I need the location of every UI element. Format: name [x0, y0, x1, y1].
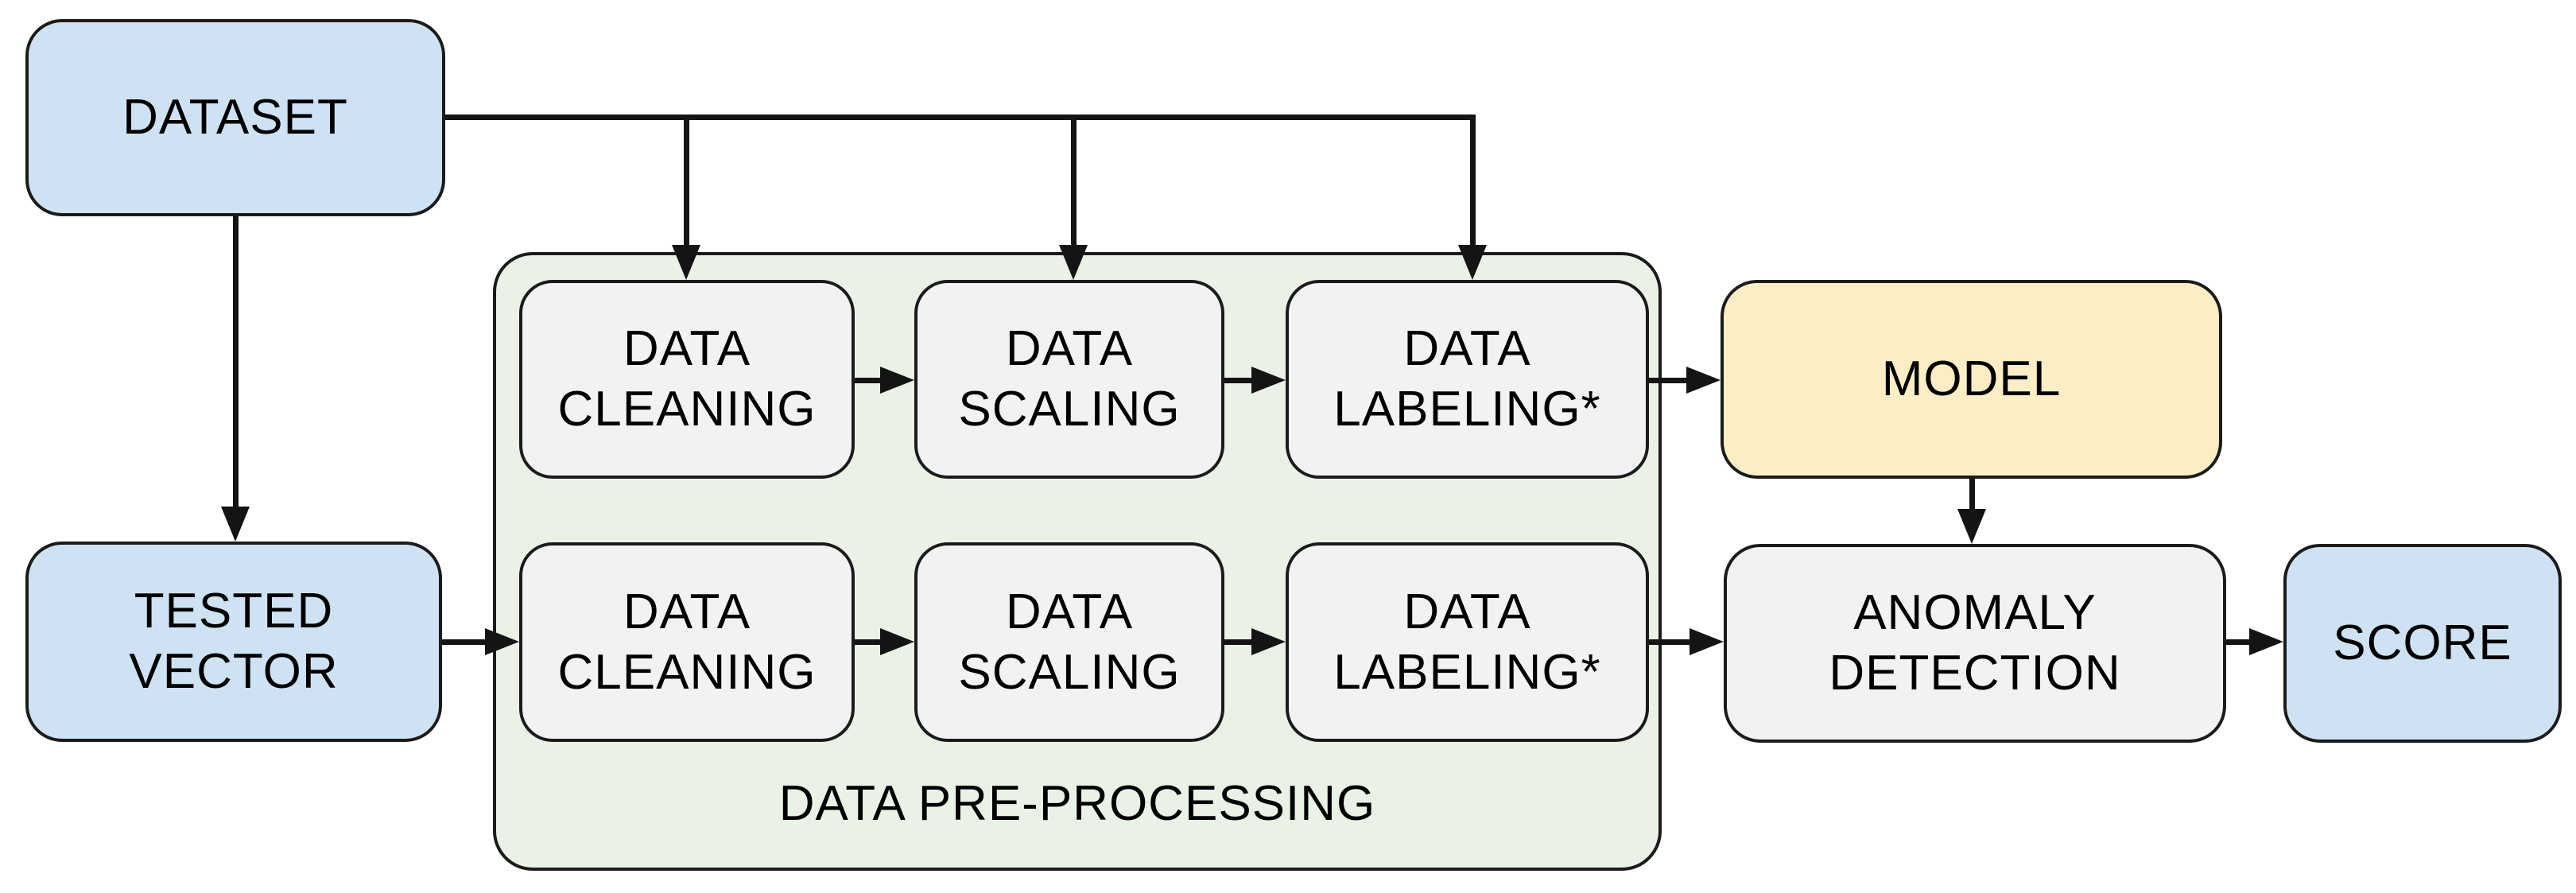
rail-corner-drop	[1470, 117, 1476, 248]
test-data-cleaning-node: DATA CLEANING	[519, 542, 855, 742]
train-data-cleaning-node: DATA CLEANING	[519, 280, 855, 479]
score-label: SCORE	[2333, 615, 2512, 671]
arrow-line	[853, 378, 885, 383]
rail-line	[444, 115, 1476, 120]
dataset-node: DATASET	[25, 19, 445, 216]
arrowhead	[1251, 367, 1286, 394]
arrowhead	[880, 628, 914, 655]
arrowhead	[221, 507, 250, 542]
arrowhead	[1251, 628, 1286, 655]
tested-vector-node: TESTED VECTOR	[25, 542, 442, 742]
dataset-label: DATASET	[122, 90, 348, 146]
drop-line	[684, 117, 689, 248]
train-data-scaling-label: DATA SCALING	[958, 321, 1181, 437]
score-node: SCORE	[2283, 544, 2562, 743]
test-data-labeling-label: DATA LABELING*	[1333, 584, 1601, 700]
drop-line	[233, 215, 239, 510]
anomaly-detection-node: ANOMALY DETECTION	[1724, 544, 2226, 743]
test-data-scaling-label: DATA SCALING	[958, 584, 1181, 700]
arrowhead	[1059, 245, 1088, 280]
arrowhead-into-train-labeling	[1458, 245, 1487, 280]
tested-vector-label: TESTED VECTOR	[129, 584, 339, 699]
drop-line	[1071, 117, 1077, 248]
arrowhead	[1957, 509, 1986, 544]
preprocessing-label: DATA PRE-PROCESSING	[778, 776, 1376, 831]
arrow-line	[2223, 639, 2252, 645]
anomaly-detection-label: ANOMALY DETECTION	[1829, 585, 2121, 701]
arrowhead	[1686, 367, 1721, 394]
arrowhead	[1690, 628, 1724, 655]
arrow-line	[1223, 639, 1256, 645]
test-data-scaling-node: DATA SCALING	[914, 542, 1224, 742]
drop-line	[1969, 478, 1975, 512]
test-data-labeling-node: DATA LABELING*	[1286, 542, 1649, 742]
train-data-scaling-node: DATA SCALING	[914, 280, 1224, 479]
arrowhead	[485, 628, 519, 655]
train-data-labeling-node: DATA LABELING*	[1286, 280, 1649, 479]
arrowhead	[2249, 628, 2283, 655]
arrowhead	[672, 245, 700, 280]
arrow-line	[853, 639, 885, 645]
train-data-labeling-label: DATA LABELING*	[1333, 321, 1601, 437]
arrowhead	[880, 367, 914, 394]
model-node: MODEL	[1721, 280, 2222, 479]
arrow-line	[1223, 378, 1256, 383]
arrow-line	[1647, 639, 1692, 645]
test-data-cleaning-label: DATA CLEANING	[557, 584, 817, 700]
arrow-line	[440, 639, 488, 645]
model-label: MODEL	[1881, 351, 2062, 407]
arrow-line	[1647, 378, 1689, 383]
train-data-cleaning-label: DATA CLEANING	[557, 321, 817, 437]
